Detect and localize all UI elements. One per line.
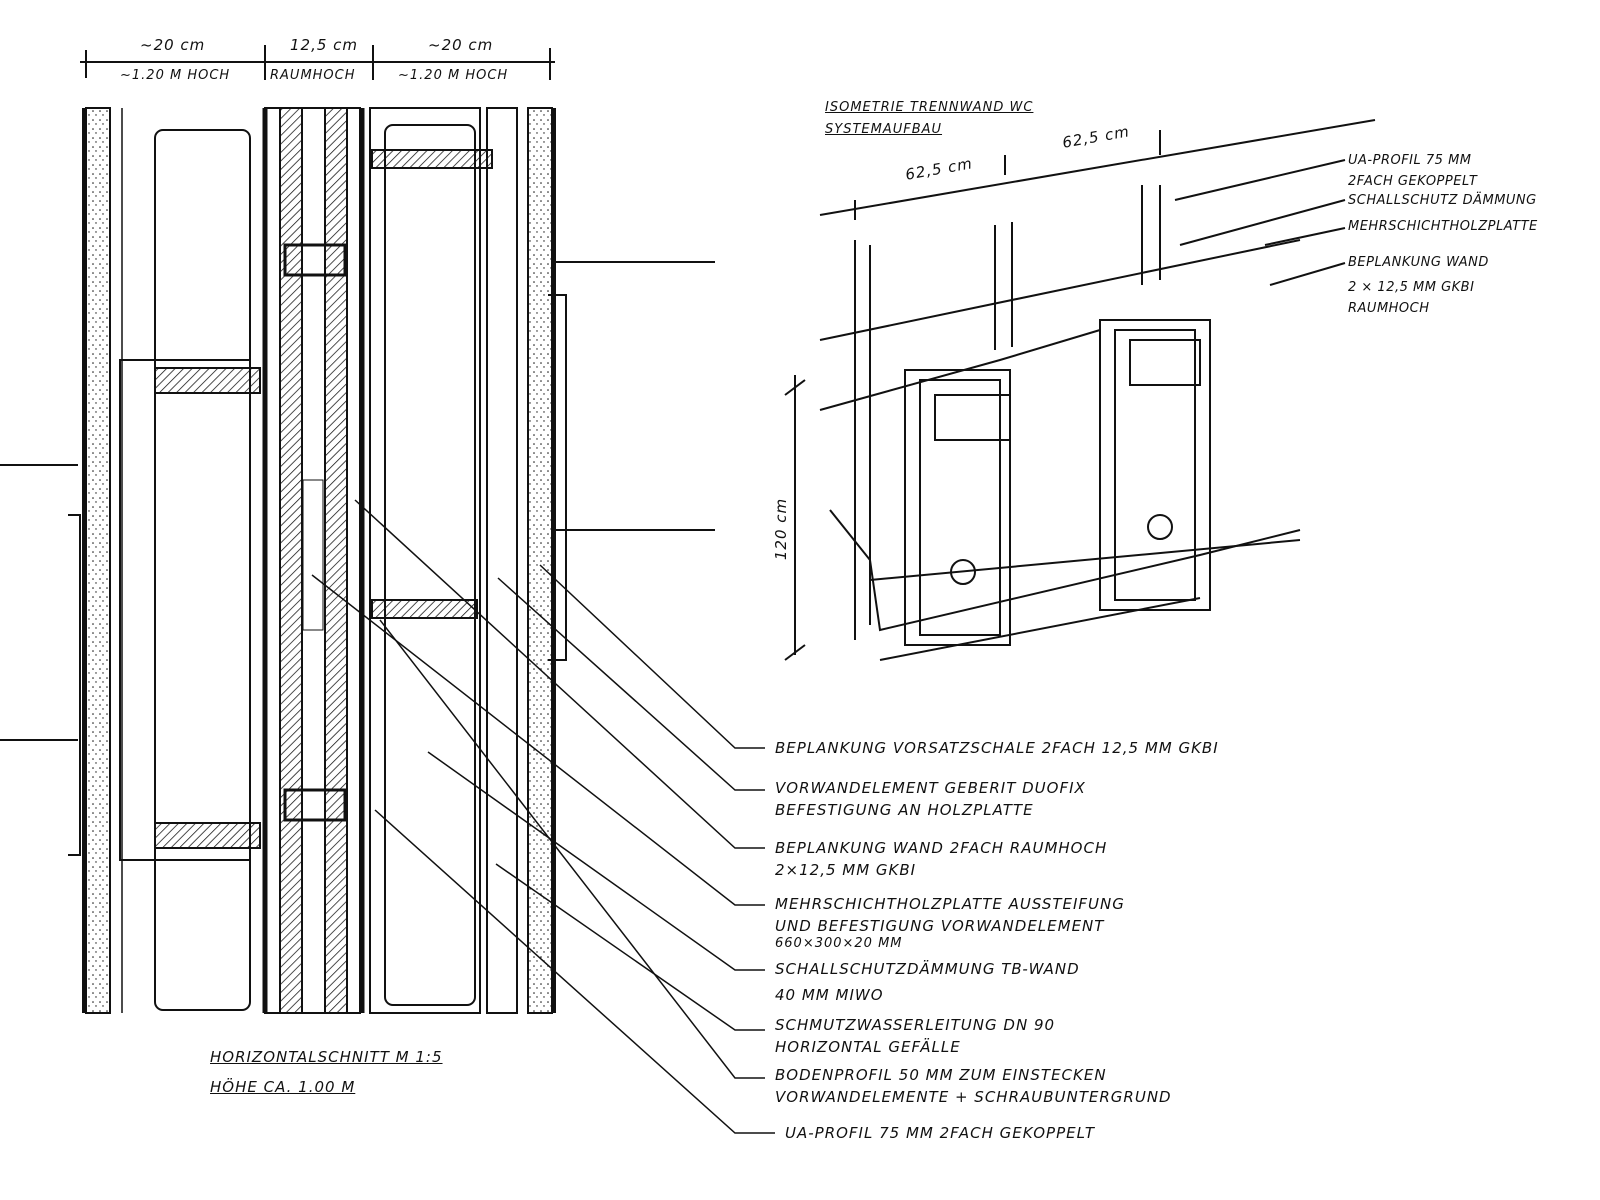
plan-subtitle: HÖHE CA. 1.00 M — [210, 1078, 356, 1096]
plan-height-middle: RAUMHOCH — [270, 68, 356, 83]
plan-dimension-line — [80, 45, 555, 80]
iso-subtitle: SYSTEMAUFBAU — [825, 122, 943, 137]
iso-title: ISOMETRIE TRENNWAND WC — [825, 100, 1034, 115]
iso-label-insulation: SCHALLSCHUTZ DÄMMUNG — [1348, 193, 1537, 208]
leader-lines — [311, 499, 775, 1134]
plan-dim-right: ~20 cm — [428, 36, 494, 54]
plan-dim-left: ~20 cm — [140, 36, 206, 54]
horizontal-section — [0, 107, 715, 1014]
plan-title: HORIZONTALSCHNITT M 1:5 — [210, 1048, 443, 1066]
legend-item: BEPLANKUNG VORSATZSCHALE 2FACH 12,5 MM G… — [775, 739, 1219, 757]
plan-height-left: ~1.20 M HOCH — [120, 68, 231, 83]
plan-height-right: ~1.20 M HOCH — [398, 68, 509, 83]
isometric-drawing — [784, 119, 1376, 661]
iso-label-plywood: MEHRSCHICHTHOLZPLATTE — [1348, 219, 1538, 234]
legend-item: UA-PROFIL 75 MM 2FACH GEKOPPELT — [785, 1124, 1096, 1142]
iso-height-dim: 120 cm — [772, 497, 791, 561]
plan-dim-middle: 12,5 cm — [290, 36, 359, 54]
